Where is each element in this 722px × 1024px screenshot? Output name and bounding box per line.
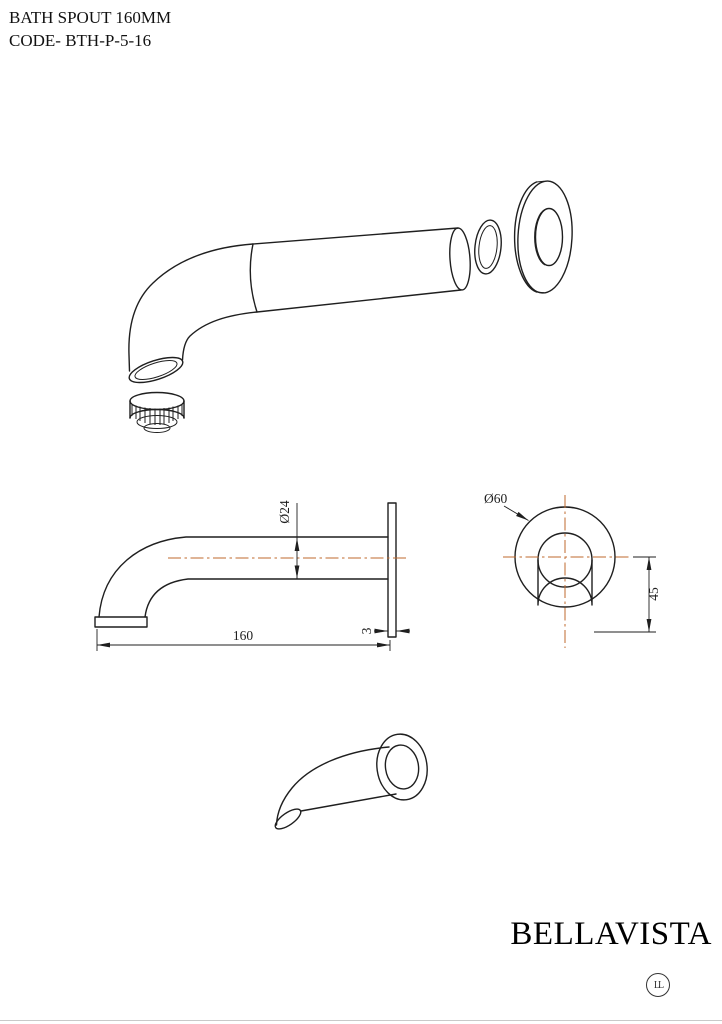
aerator-step: [136, 415, 178, 429]
spout-inlet-end: [449, 227, 471, 291]
product-title: BATH SPOUT 160MM: [9, 8, 172, 27]
front-view-centerlines: [503, 495, 630, 648]
side-outlet-lip: [94, 616, 148, 628]
brand-monogram-letters: LL: [653, 979, 664, 991]
flange-hole: [534, 207, 564, 267]
spout-top-edge: [128, 227, 459, 372]
front-spout-drop: [537, 559, 593, 606]
page-bottom-rule: [0, 1020, 722, 1021]
dim-label-drop-height: 45: [646, 587, 661, 601]
brand-monogram-icon: LL: [646, 973, 670, 997]
spout-outlet-inner-rim: [134, 359, 178, 381]
aerator: [129, 391, 185, 433]
aerator-band-bottom: [129, 408, 185, 419]
knurl-lines: [131, 404, 183, 425]
flange-rim-joins: [536, 180, 545, 294]
wall-plate: [387, 502, 397, 638]
installed-spout-bottom-edge: [300, 793, 397, 812]
flange-face: [517, 180, 573, 294]
side-top-edge: [98, 536, 389, 618]
wall-flange: [513, 180, 573, 294]
brand-logo: BELLAVISTA: [510, 916, 712, 952]
dim-label-plate-thickness: 3: [359, 627, 374, 634]
installed-view: [274, 733, 428, 830]
dim-label-spout-diameter: Ø24: [277, 500, 292, 523]
aerator-cap: [143, 423, 171, 433]
o-ring-inner: [478, 225, 498, 269]
front-view-dimensions: [503, 505, 656, 633]
installed-flange-inner: [384, 744, 420, 790]
side-view-dimensions: [96, 503, 410, 651]
o-ring-outer: [474, 219, 502, 275]
spout-joint-line: [249, 243, 258, 313]
exploded-view: [128, 180, 573, 433]
product-code: CODE- BTH-P-5-16: [9, 30, 152, 50]
flange-back-edge: [513, 181, 538, 293]
dia60-leader: [503, 505, 529, 521]
aerator-sides: [129, 400, 185, 419]
flange-hole-depth: [534, 209, 546, 266]
o-ring: [474, 219, 502, 275]
installed-spout-outlet: [274, 808, 302, 830]
installed-spout-top-edge: [275, 746, 390, 826]
aerator-top: [129, 391, 185, 411]
side-view: [94, 502, 397, 638]
dim-label-spout-length: 160: [233, 628, 254, 643]
spout-outlet-rim: [128, 356, 184, 384]
installed-flange-outer: [376, 733, 428, 801]
spout-bottom-edge: [181, 289, 462, 361]
sheet-header: BATH SPOUT 160MM CODE- BTH-P-5-16: [9, 7, 171, 53]
dim-label-flange-diameter: Ø60: [484, 491, 507, 506]
side-bottom-edge: [144, 578, 389, 618]
